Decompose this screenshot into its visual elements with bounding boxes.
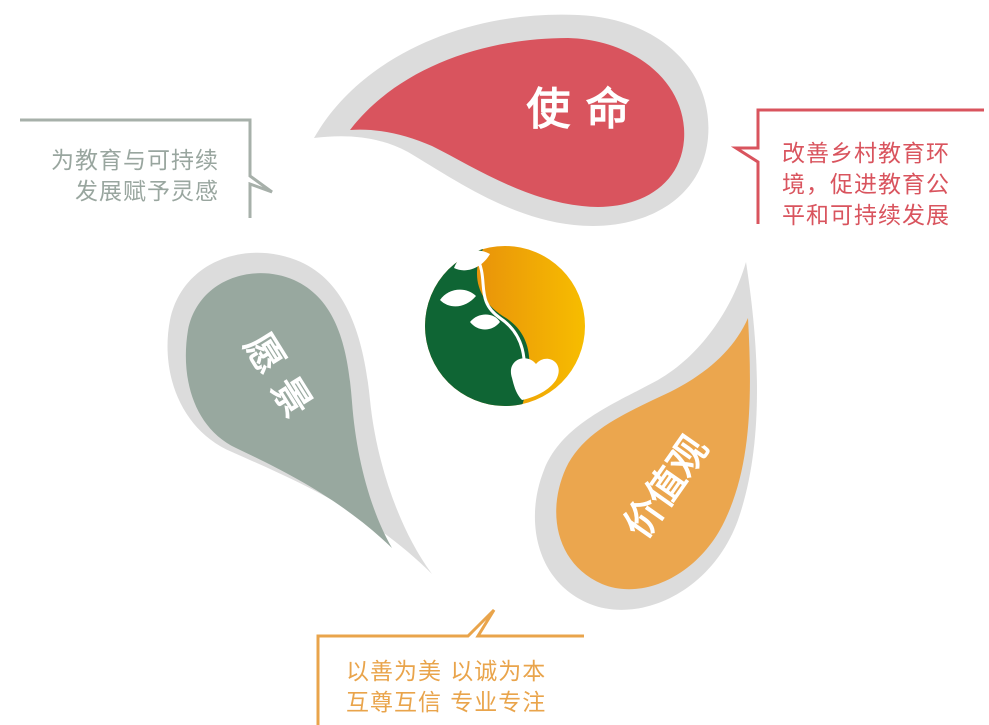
petal-values-body — [556, 318, 750, 590]
petal-mission-body — [350, 38, 685, 207]
callout-values-bracket — [316, 608, 584, 725]
caption-vision: 为教育与可持续 发展赋予灵感 — [51, 146, 219, 208]
petal-vision-body — [185, 273, 392, 548]
callout-mission — [730, 108, 984, 224]
callout-vision-bracket — [20, 118, 273, 218]
leaf-icon-middle — [440, 289, 476, 307]
callout-vision — [20, 118, 273, 218]
leaf-icon-lower — [470, 314, 500, 330]
caption-vision-line2: 发展赋予灵感 — [75, 179, 219, 205]
callout-mission-bracket — [730, 108, 984, 224]
caption-vision-line1: 为教育与可持续 — [51, 148, 219, 174]
caption-values: 以善为美 以诚为本 互尊互信 专业专注 — [346, 657, 546, 719]
heart-leaf-icon — [510, 358, 559, 400]
caption-mission-line1: 改善乡村教育环 — [782, 141, 950, 167]
caption-mission-line2: 境，促进教育公 — [782, 172, 950, 198]
leaf-icon-top — [454, 250, 490, 271]
petal-mission-label: 使 命 — [526, 84, 629, 135]
caption-values-line2: 互尊互信 专业专注 — [346, 690, 547, 716]
petal-mission: 使 命 — [314, 14, 709, 226]
petal-vision: 愿 景 — [167, 252, 432, 574]
vine-stem — [474, 255, 526, 393]
petal-values: 价值观 — [534, 262, 757, 610]
callout-values — [316, 608, 584, 725]
center-logo — [425, 246, 585, 406]
caption-values-line1: 以善为美 以诚为本 — [346, 659, 547, 685]
caption-mission-line3: 平和可持续发展 — [782, 203, 950, 229]
caption-mission: 改善乡村教育环 境，促进教育公 平和可持续发展 — [782, 139, 950, 232]
